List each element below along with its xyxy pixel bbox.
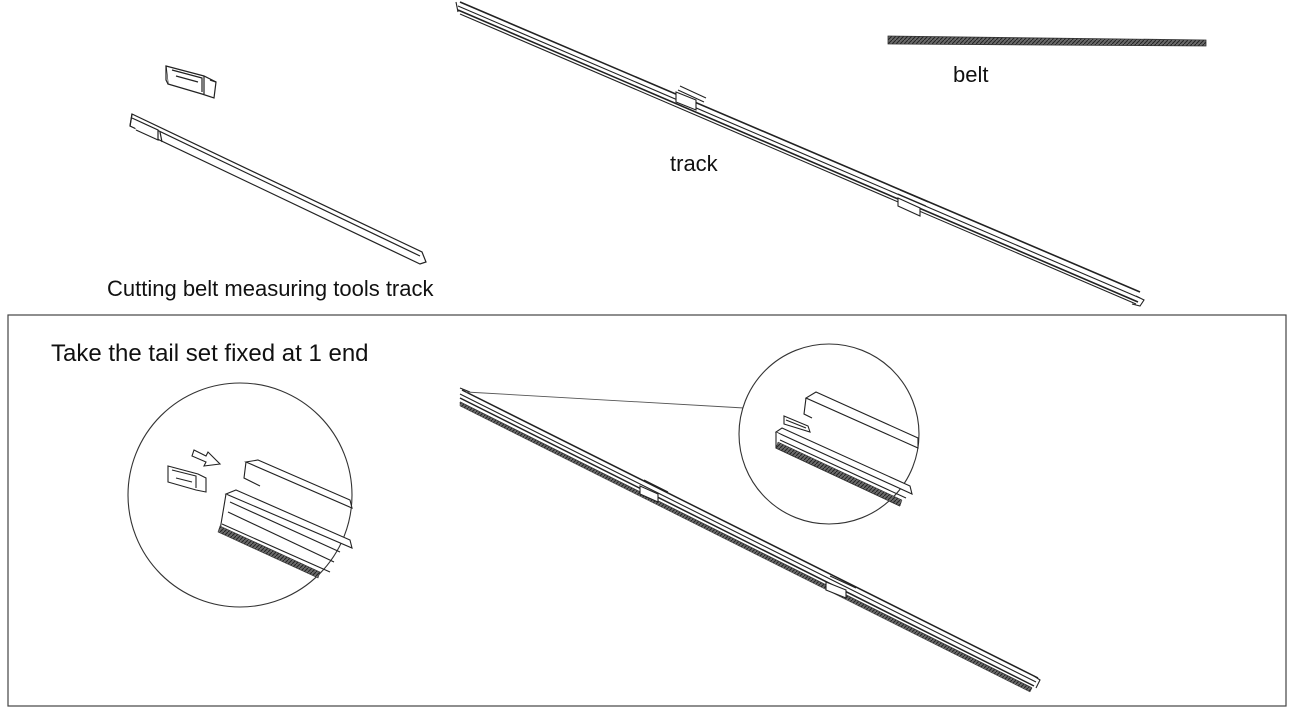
zoom-leader-line (465, 391, 745, 409)
label-track: track (670, 151, 718, 176)
measuring-tool (129, 113, 427, 265)
track-joint-1 (675, 85, 707, 111)
tail-set-piece (165, 65, 217, 99)
zoom-circle-right (738, 343, 920, 525)
track-joint-2 (897, 189, 929, 217)
zoom-circle-left (127, 382, 353, 608)
step-instruction: Take the tail set fixed at 1 end (51, 340, 369, 367)
label-belt: belt (953, 62, 989, 87)
step-frame (7, 314, 1287, 707)
track-joint-bottom-1 (639, 479, 669, 503)
track-rail-top (455, 1, 1145, 307)
insert-arrow-icon (191, 449, 222, 467)
tail-set-closeup (167, 465, 207, 493)
label-measuring-tools: Cutting belt measuring tools track (107, 276, 434, 301)
belt-strip (887, 35, 1207, 47)
track-joint-bottom-2 (825, 575, 857, 599)
track-end-closeup (219, 459, 353, 577)
